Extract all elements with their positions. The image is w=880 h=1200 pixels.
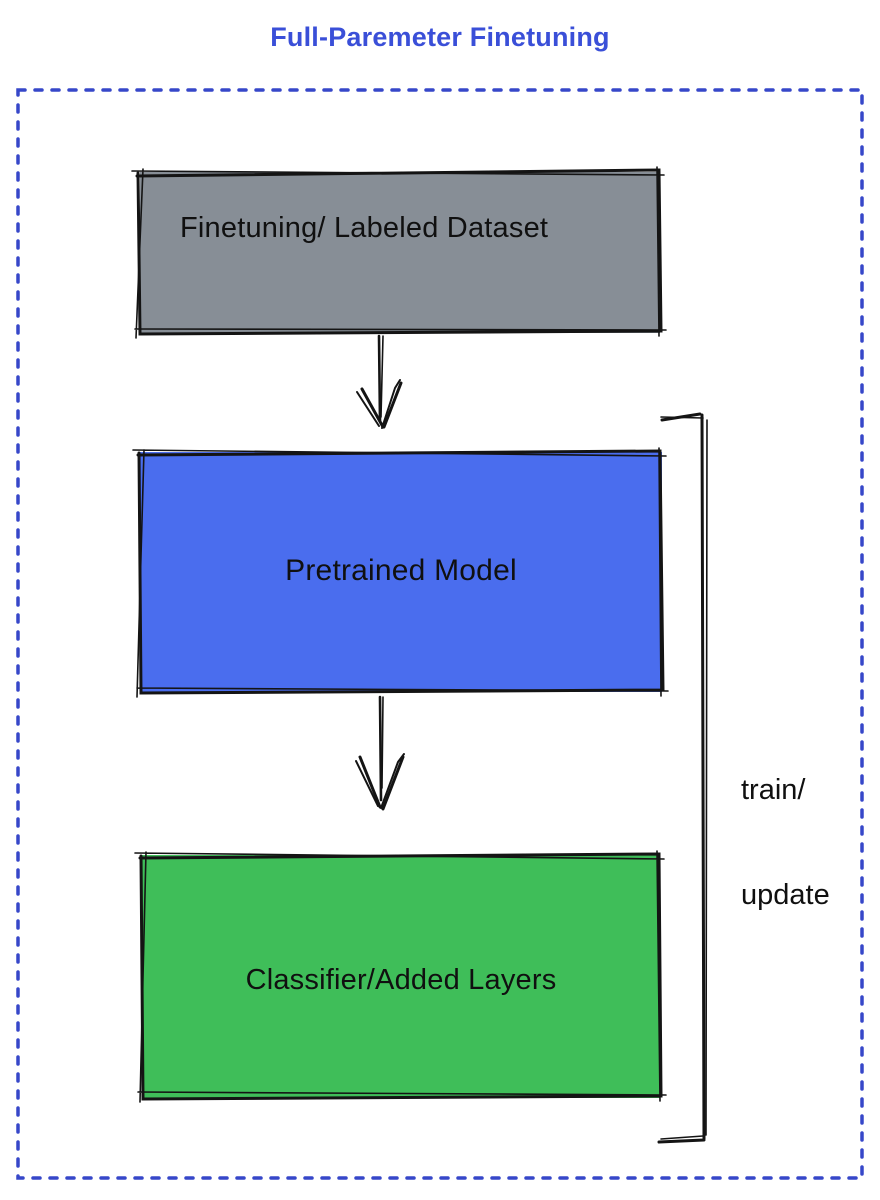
diagram-title: Full-Paremeter Finetuning: [270, 22, 610, 52]
arrow-down-icon: [355, 695, 405, 811]
bracket-label: train/ update: [741, 703, 830, 983]
bracket-label-line2: update: [741, 879, 830, 911]
bracket-label-line1: train/: [741, 774, 806, 806]
dataset-box-label: Finetuning/ Labeled Dataset: [180, 212, 549, 244]
pretrained-model-box-label: Pretrained Model: [285, 554, 517, 587]
train-update-bracket: [657, 412, 708, 1144]
arrow-down-icon: [356, 334, 403, 429]
pretrained-model-box: Pretrained Model: [140, 452, 662, 692]
dataset-box: Finetuning/ Labeled Dataset: [140, 172, 660, 333]
classifier-box-label: Classifier/Added Layers: [245, 964, 557, 996]
classifier-box: Classifier/Added Layers: [142, 855, 660, 1098]
